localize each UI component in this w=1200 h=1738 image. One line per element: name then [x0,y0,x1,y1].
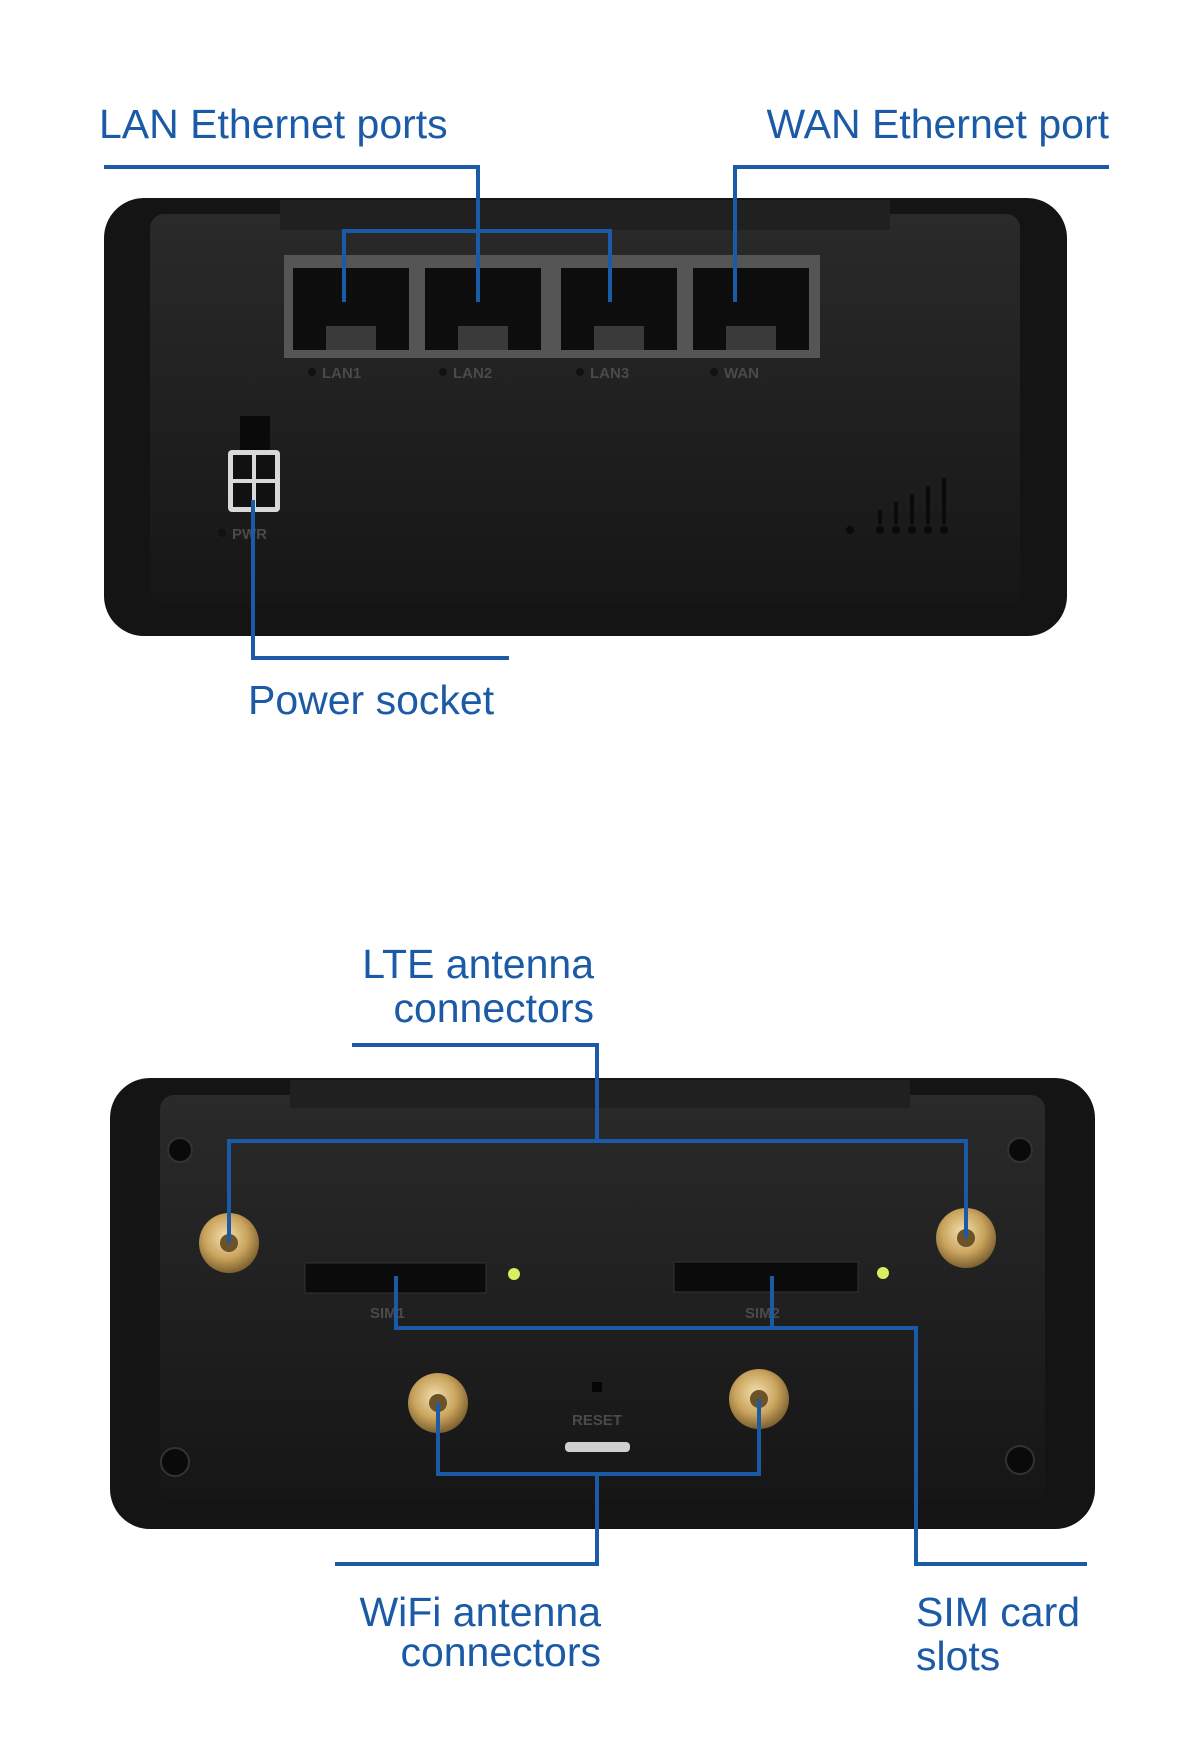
lte-label-line1: LTE antenna [362,941,594,987]
pwr-marking: PWR [232,526,267,543]
lan-leader-line [104,165,612,302]
sim1-led [508,1268,520,1280]
power-socket: PWR [218,416,280,543]
wifi-label-line1: WiFi antenna [359,1589,601,1635]
lte-label-line2: connectors [393,985,594,1031]
microsd-slot [565,1442,630,1452]
rear-view: SIM1 SIM2 RESET LTE antenna connectors W… [110,941,1095,1679]
wan-port-label: WAN Ethernet port [766,101,1109,147]
signal-strength-leds [846,478,948,534]
router-rear-body [110,1078,1095,1529]
wifi-leader-line [335,1399,761,1566]
power-socket-label: Power socket [248,677,495,723]
lan1-marking: LAN1 [322,365,361,382]
front-view: LAN1 LAN2 LAN3 WAN PWR LAN Eth [99,101,1110,723]
sim2-led [877,1267,889,1279]
lan-ports-label: LAN Ethernet ports [99,101,448,147]
lan3-marking: LAN3 [590,365,629,382]
sim2-marking: SIM2 [745,1305,780,1322]
sim-label-line2: slots [916,1633,1000,1679]
sim-label-line1: SIM card [916,1589,1080,1635]
reset-marking: RESET [572,1412,622,1429]
wifi-label-line2: connectors [400,1629,601,1675]
lan2-marking: LAN2 [453,365,492,382]
wan-leader-line [733,165,1109,302]
sim-leader-line [394,1276,1087,1566]
sim2-slot [673,1261,859,1293]
screws [160,1137,1035,1477]
reset-button: RESET [565,1382,630,1452]
sim1-marking: SIM1 [370,1305,405,1322]
ethernet-ports: LAN1 LAN2 LAN3 WAN [284,255,820,382]
power-leader-line [251,500,509,660]
lte-leader-line [227,1043,968,1243]
wan-marking: WAN [724,365,759,382]
